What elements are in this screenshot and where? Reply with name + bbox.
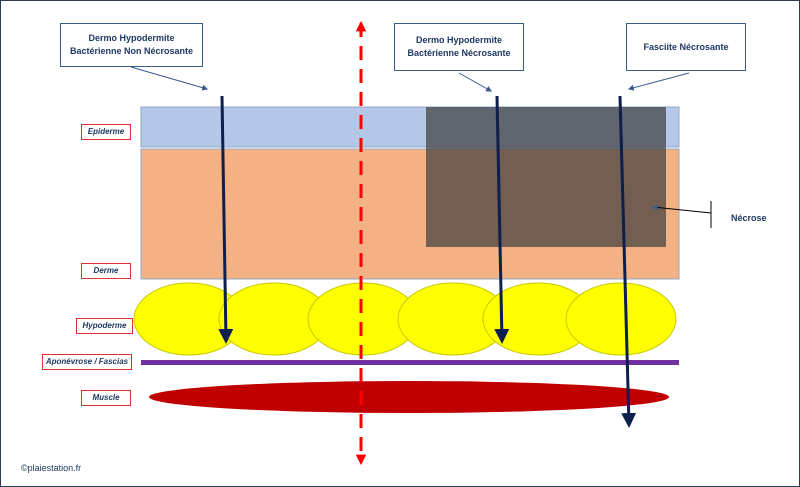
- callout-pointer-necrosante: [458, 72, 493, 92]
- depth-arrow-fasciite: [618, 95, 637, 428]
- necrose-pointer: [651, 204, 712, 214]
- label-derme: Derme: [81, 263, 131, 279]
- copyright-text: ©plaiestation.fr: [21, 463, 82, 473]
- callout-non-necrosante-line1: Dermo Hypodermite: [88, 33, 175, 43]
- callout-necrosante: Dermo Hypodermite Bactérienne Nécrosante: [394, 23, 524, 71]
- depth-arrow-necrosante: [494, 95, 510, 344]
- aponevrose-layer: [141, 360, 679, 365]
- label-necrose: Nécrose: [731, 213, 767, 223]
- label-epiderme: Epiderme: [81, 124, 131, 140]
- callout-fasciite-text: Fasciite Nécrosante: [643, 41, 729, 52]
- callout-non-necrosante: Dermo Hypodermite Bactérienne Non Nécros…: [60, 23, 203, 67]
- callout-fasciite: Fasciite Nécrosante: [626, 23, 746, 71]
- label-muscle: Muscle: [81, 390, 131, 406]
- hypoderme-layer: [133, 282, 677, 356]
- label-hypoderme: Hypoderme: [76, 318, 133, 334]
- necrose-zone: [426, 107, 666, 247]
- callout-necrosante-line1: Dermo Hypodermite: [415, 35, 503, 45]
- depth-arrow-non-necrosante: [218, 95, 234, 344]
- callout-non-necrosante-line2: Bactérienne Non Nécrosante: [69, 46, 194, 56]
- callout-necrosante-line2: Bactérienne Nécrosante: [407, 48, 511, 58]
- fat-lobule: [565, 282, 677, 356]
- callout-pointer-non-necrosante: [130, 66, 209, 91]
- muscle-layer: [149, 381, 669, 413]
- label-aponevrose: Aponévrose / Fascias: [42, 354, 132, 370]
- callout-pointer-fasciite: [627, 72, 690, 91]
